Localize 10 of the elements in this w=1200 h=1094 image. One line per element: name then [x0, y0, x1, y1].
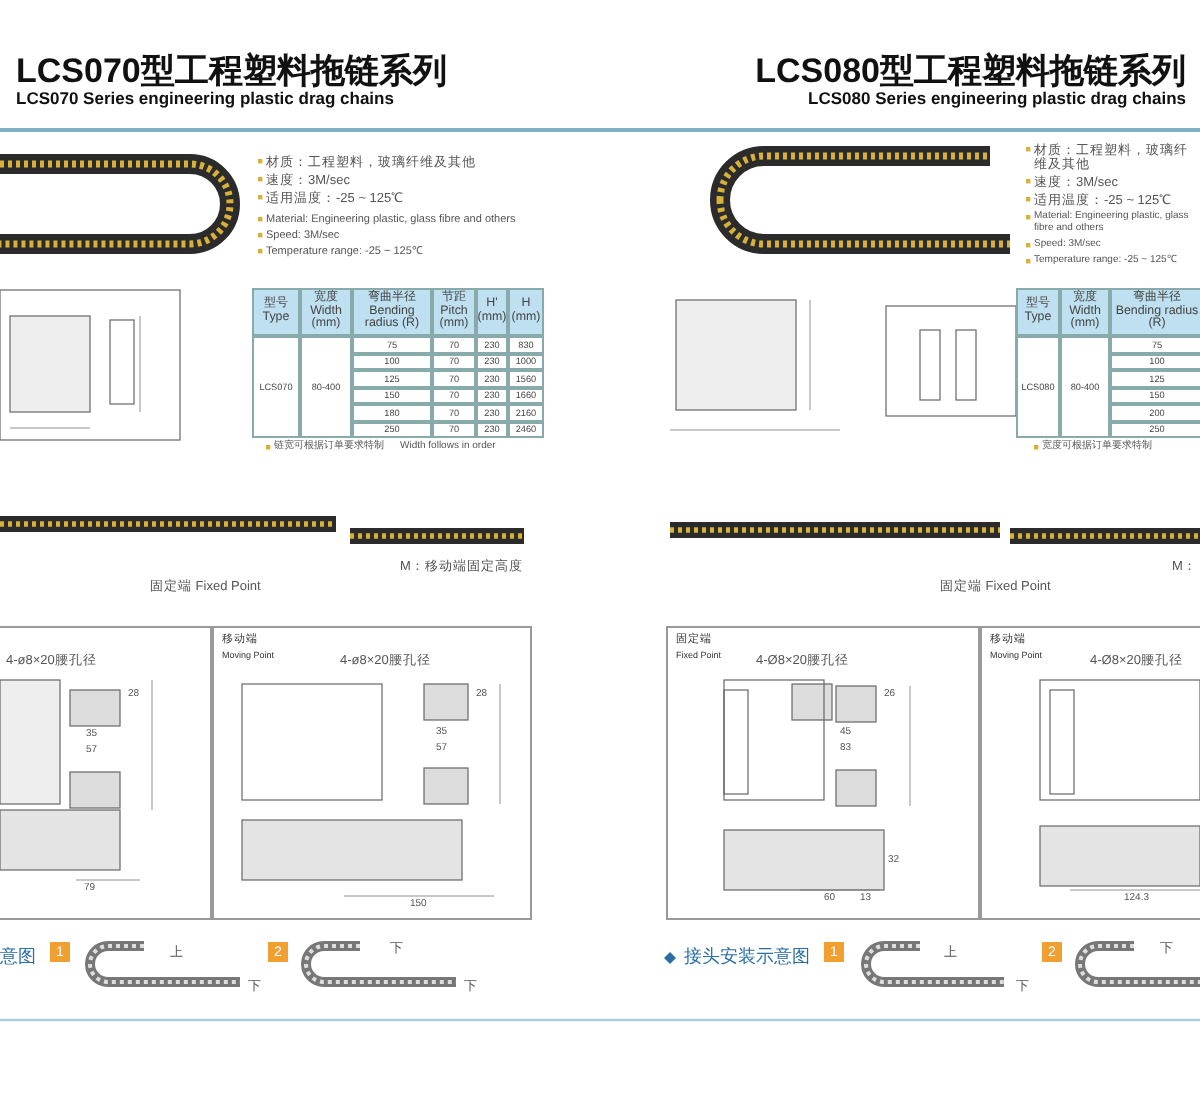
panel-frame: [212, 626, 532, 920]
panel-frame: [666, 626, 980, 920]
panel-frame: [0, 626, 212, 920]
section-heading: 接头安装示意图: [684, 946, 810, 967]
title: LCS080型工程塑料拖链系列: [755, 52, 1186, 91]
panel-frame: [980, 626, 1200, 920]
title: LCS070型工程塑料拖链系列: [16, 52, 447, 91]
subtitle: LCS080 Series engineering plastic drag chains: [808, 90, 1186, 110]
subtitle: LCS070 Series engineering plastic drag chains: [16, 90, 394, 110]
section-heading: 意图: [0, 946, 36, 967]
